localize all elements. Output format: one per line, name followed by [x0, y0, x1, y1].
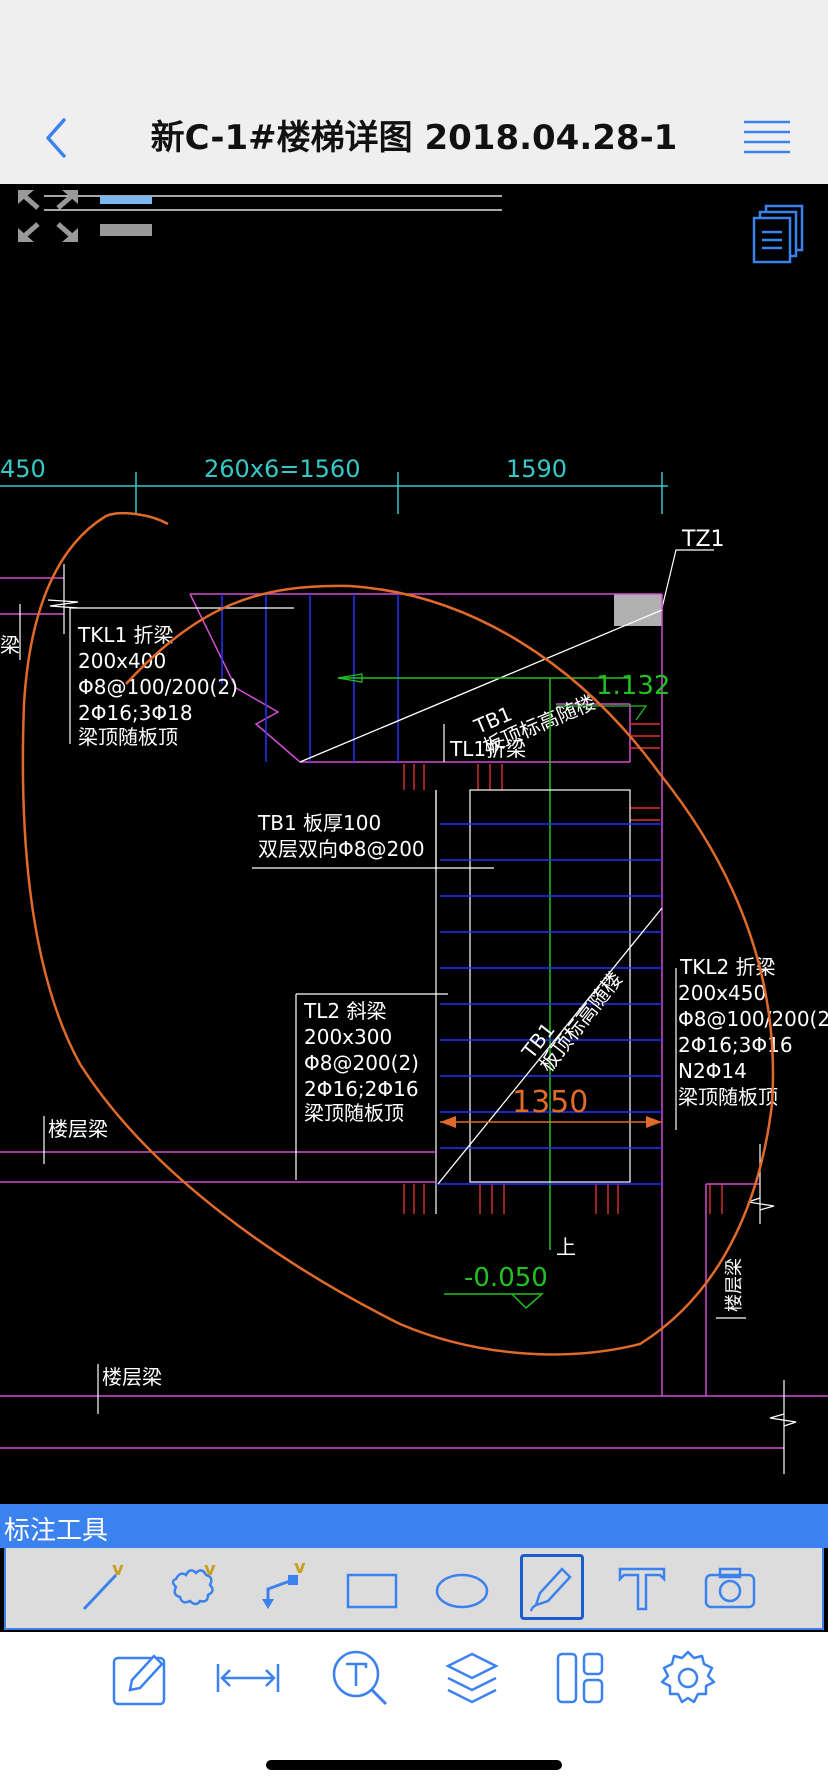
hamburger-icon — [744, 120, 790, 154]
back-button[interactable] — [36, 114, 76, 162]
layout-bar — [100, 224, 152, 236]
svg-text:v: v — [294, 1559, 306, 1578]
home-indicator[interactable] — [266, 1760, 562, 1770]
layout-toggle[interactable] — [100, 196, 156, 236]
tool-text[interactable] — [610, 1554, 674, 1620]
label-up: 上 — [556, 1235, 576, 1259]
text-search-button[interactable] — [328, 1646, 392, 1710]
label-tl2: TL2 斜梁 200x300 Φ8@200(2) 2Φ16;2Φ16 梁顶随板顶 — [303, 999, 425, 1125]
label-tl1: TL1折梁 — [449, 737, 526, 761]
annotate-button[interactable] — [108, 1646, 172, 1710]
page-title: 新C-1#楼梯详图 2018.04.28-1 — [150, 118, 678, 158]
label-floor-beam-2: 楼层梁 — [102, 1365, 162, 1389]
dim-steps: 260x6=1560 — [204, 455, 360, 483]
tool-cloud[interactable]: v — [162, 1554, 226, 1620]
nav-bar: 新C-1#楼梯详图 2018.04.28-1 — [0, 92, 828, 185]
leader-tool-icon: v — [262, 1559, 306, 1609]
bottom-toolbar — [0, 1632, 828, 1792]
tool-camera[interactable] — [698, 1554, 762, 1620]
label-tb1-mid: TB1 板厚100 双层双向Φ8@200 — [257, 811, 425, 861]
rectangle-tool-icon — [346, 1573, 398, 1609]
dim-left-partial: 450 — [0, 455, 46, 483]
edit-icon — [112, 1654, 166, 1706]
tool-rectangle[interactable] — [340, 1554, 404, 1620]
gear-icon — [660, 1650, 716, 1704]
documents-button[interactable] — [750, 204, 806, 268]
label-elev-bottom: -0.050 — [464, 1263, 548, 1293]
settings-button[interactable] — [656, 1646, 720, 1710]
layers-icon — [445, 1652, 499, 1704]
layout-button[interactable] — [548, 1646, 612, 1710]
annotation-toolbar-header: 标注工具 — [0, 1504, 828, 1548]
label-left-beam: 梁 — [0, 633, 20, 657]
label-tkl2: TKL2 折梁 200x450 Φ8@100/200(2) 2Φ16;3Φ16 … — [678, 955, 828, 1109]
fit-screen-button[interactable] — [16, 184, 80, 248]
layout-bar-active — [100, 196, 152, 204]
text-tool-icon — [618, 1567, 666, 1611]
label-floor-beam-1: 楼层梁 — [48, 1117, 108, 1141]
tool-leader[interactable]: v — [250, 1554, 314, 1620]
cad-drawing: 450 260x6=1560 1590 TZ1 TB1 板顶标高随楼 — [0, 195, 828, 1474]
label-floor-beam-vert: 楼层梁 — [724, 1258, 745, 1312]
label-tz1: TZ1 — [681, 527, 725, 552]
dim-right: 1590 — [506, 455, 567, 483]
documents-stack-icon — [752, 204, 804, 264]
text-search-icon — [332, 1650, 388, 1706]
tool-line[interactable]: v — [72, 1554, 136, 1620]
tool-ellipse[interactable] — [430, 1554, 494, 1620]
toolbar-label: 标注工具 — [4, 1516, 109, 1546]
annotation-toolbar: v v v — [4, 1548, 824, 1630]
svg-text:v: v — [112, 1559, 124, 1580]
measure-button[interactable] — [216, 1646, 280, 1710]
drawing-canvas[interactable]: 450 260x6=1560 1590 TZ1 TB1 板顶标高随楼 — [0, 184, 828, 1504]
line-tool-icon: v — [82, 1559, 124, 1611]
status-bar — [0, 0, 828, 92]
svg-text:v: v — [204, 1559, 216, 1580]
pen-tool-icon — [530, 1567, 572, 1612]
menu-button[interactable] — [742, 118, 792, 158]
expand-arrows-icon — [18, 190, 78, 242]
layers-button[interactable] — [440, 1646, 504, 1710]
label-tkl1: TKL1 折梁 200x400 Φ8@100/200(2) 2Φ16;3Φ18 … — [77, 623, 244, 749]
measure-icon — [216, 1664, 280, 1692]
tool-pen[interactable] — [520, 1554, 584, 1620]
label-elev-top: 1.132 — [596, 671, 670, 701]
layout-icon — [556, 1652, 604, 1704]
camera-icon — [704, 1567, 756, 1609]
dim-inner: 1350 — [512, 1085, 588, 1120]
ellipse-tool-icon — [435, 1573, 489, 1609]
cloud-tool-icon: v — [171, 1559, 216, 1606]
label-tb1-slope-bottom: TB1 板顶标高随楼 — [516, 954, 627, 1078]
chevron-left-icon — [46, 118, 66, 158]
